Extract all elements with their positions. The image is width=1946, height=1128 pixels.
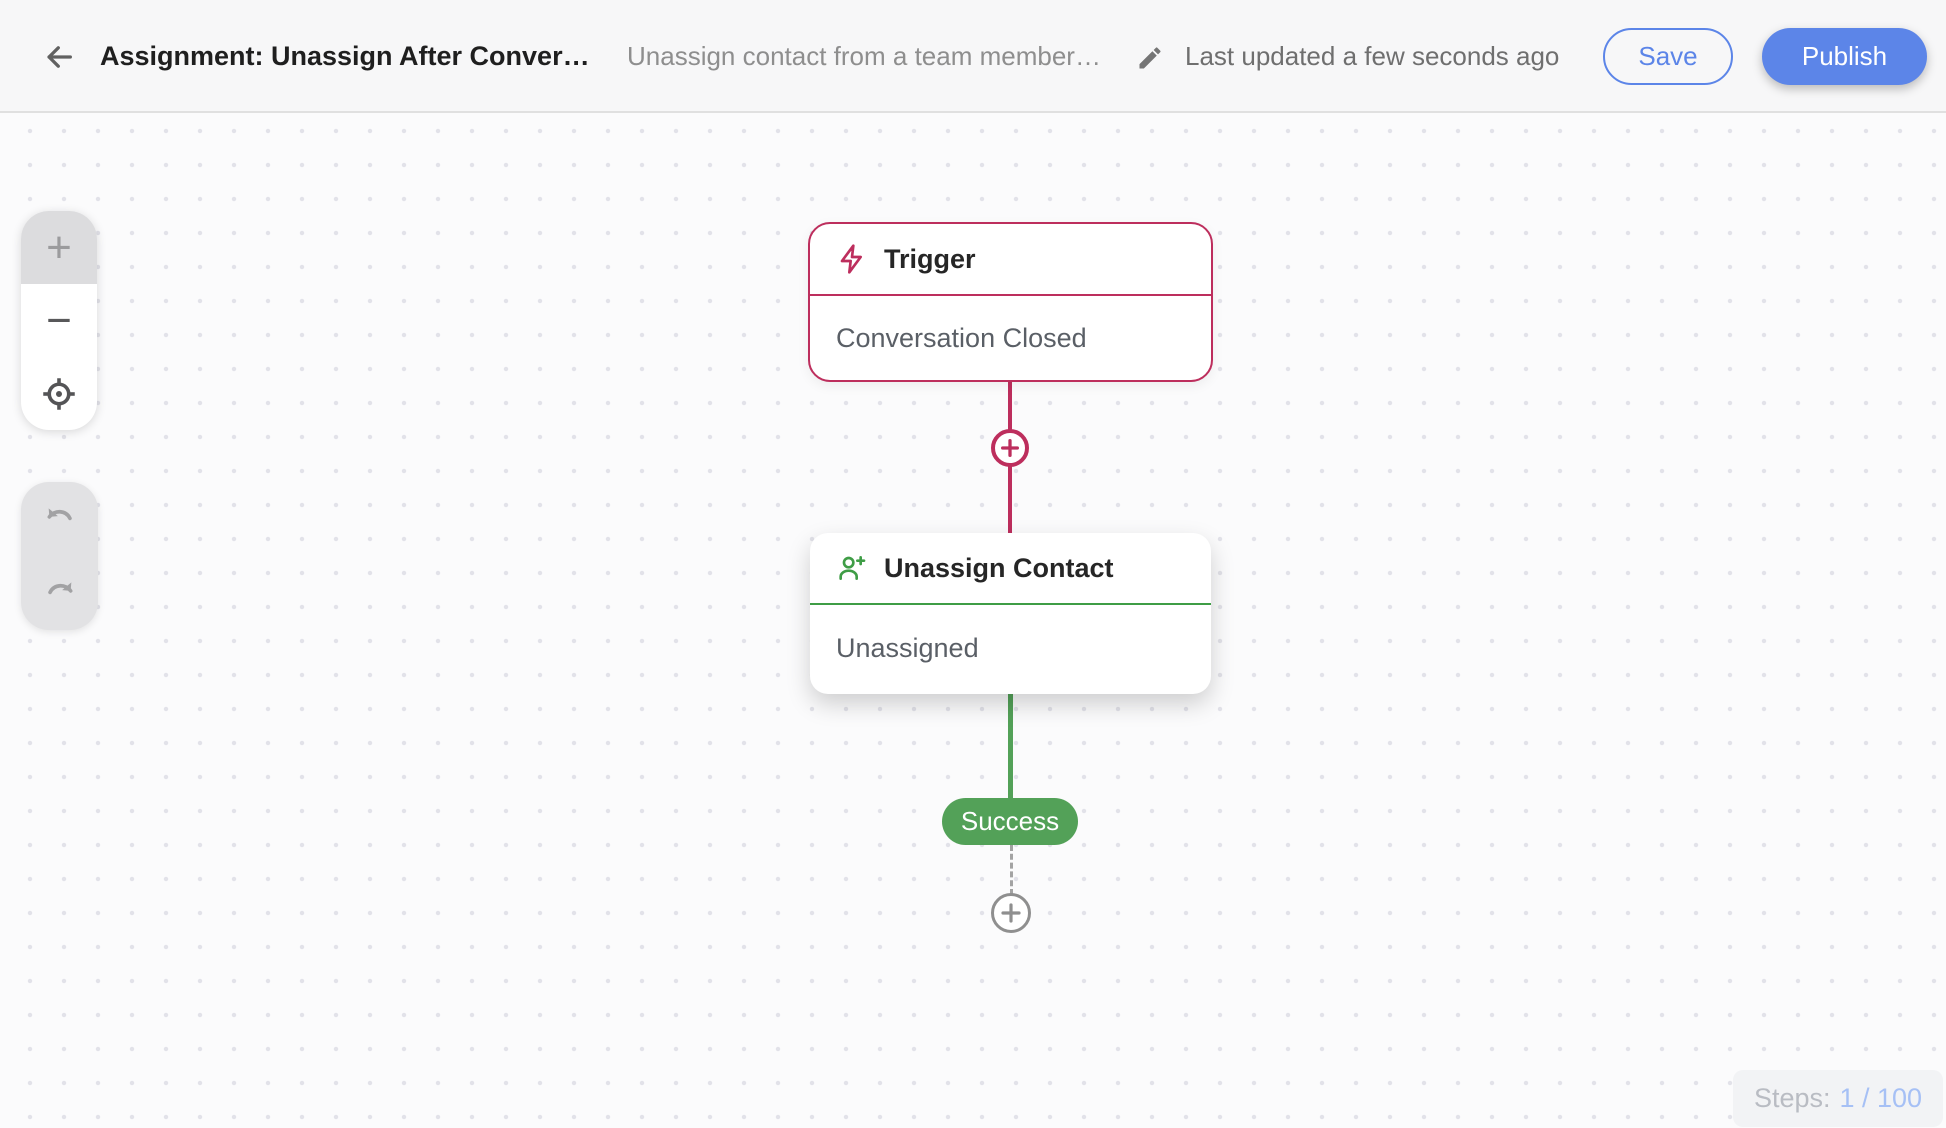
trigger-node-divider: [810, 294, 1211, 296]
steps-counter-label: Steps:: [1753, 1083, 1831, 1113]
edit-description-button[interactable]: [1130, 38, 1170, 78]
unassign-node-divider: [810, 603, 1211, 605]
trigger-node-title: Trigger: [884, 243, 976, 274]
crosshair-icon: [41, 376, 77, 412]
undo-button[interactable]: [21, 482, 98, 556]
redo-button[interactable]: [21, 556, 98, 630]
unassign-contact-node[interactable]: Unassign Contact Unassigned: [810, 533, 1211, 694]
steps-counter: Steps: 1 / 100: [1733, 1070, 1943, 1127]
arrow-left-icon: [42, 40, 76, 74]
zoom-out-button[interactable]: −: [21, 284, 97, 357]
plus-icon: +: [46, 222, 72, 272]
zoom-toolbar: + −: [21, 211, 97, 430]
person-add-icon: [836, 552, 868, 584]
add-step-button[interactable]: [991, 429, 1029, 467]
lightning-icon: [836, 243, 868, 275]
add-step-end-button[interactable]: [991, 893, 1031, 933]
steps-counter-value: 1 / 100: [1839, 1083, 1923, 1113]
trigger-node-header: Trigger: [810, 224, 1211, 294]
connector-action-to-success: [1008, 692, 1013, 800]
save-button[interactable]: Save: [1603, 28, 1733, 85]
connector-success-dashed: [1010, 845, 1013, 895]
minus-icon: −: [46, 295, 72, 345]
plus-icon: [999, 901, 1023, 925]
success-branch-label: Success: [942, 798, 1078, 845]
publish-button[interactable]: Publish: [1762, 28, 1927, 85]
trigger-node[interactable]: Trigger Conversation Closed: [808, 222, 1213, 382]
top-bar: Assignment: Unassign After Conver… Unass…: [0, 0, 1946, 113]
zoom-in-button[interactable]: +: [21, 211, 97, 284]
unassign-node-title: Unassign Contact: [884, 552, 1114, 583]
history-toolbar: [21, 482, 98, 630]
unassign-node-header: Unassign Contact: [810, 533, 1211, 603]
redo-arrow-icon: [43, 576, 77, 610]
workflow-title: Assignment: Unassign After Conver…: [100, 41, 590, 71]
undo-arrow-icon: [43, 502, 77, 536]
pencil-icon: [1136, 44, 1164, 72]
recenter-button[interactable]: [21, 357, 97, 430]
last-updated-text: Last updated a few seconds ago: [1185, 41, 1560, 71]
workflow-description: Unassign contact from a team member…: [627, 41, 1101, 71]
success-branch-text: Success: [960, 806, 1060, 836]
plus-icon: [999, 437, 1021, 459]
back-button[interactable]: [36, 34, 82, 80]
trigger-node-value: Conversation Closed: [836, 322, 1087, 353]
unassign-node-value: Unassigned: [836, 633, 979, 663]
